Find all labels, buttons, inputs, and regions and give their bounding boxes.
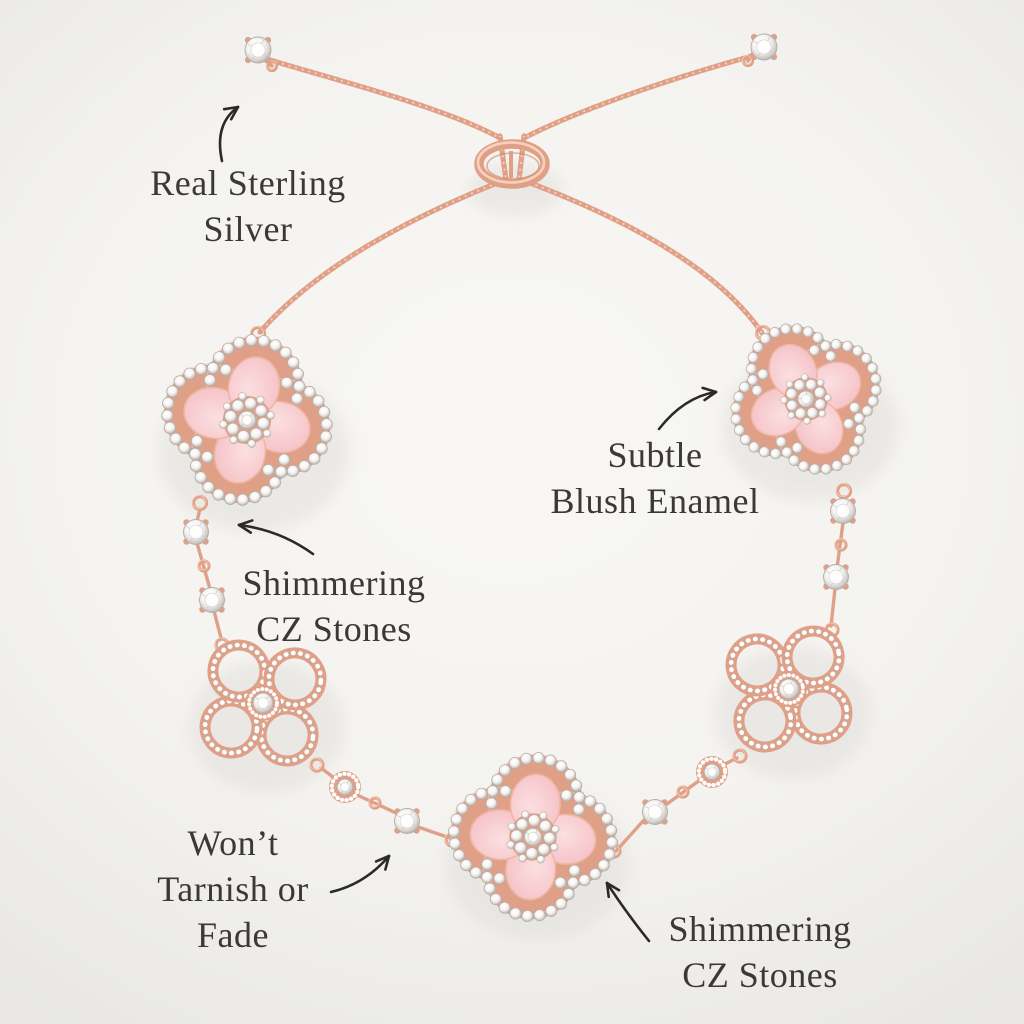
halo-cz-station xyxy=(696,756,728,788)
annotation-sterling-silver: Real Sterling Silver xyxy=(98,160,398,252)
flower-charm-bottom-center xyxy=(447,751,619,923)
clover-charm-left xyxy=(199,639,327,767)
cz-station xyxy=(394,808,420,834)
halo-cz-station xyxy=(329,771,361,803)
annotation-wont-tarnish: Won’t Tarnish or Fade xyxy=(83,820,383,958)
annotation-line: Tarnish or xyxy=(157,869,309,909)
annotation-blush-enamel: Subtle Blush Enamel xyxy=(505,432,805,524)
annotation-line: Real Sterling xyxy=(150,163,346,203)
annotation-line: Shimmering xyxy=(242,563,426,603)
cz-station xyxy=(830,498,856,524)
annotation-line: Fade xyxy=(197,915,269,955)
annotation-line: Blush Enamel xyxy=(550,481,760,521)
annotation-cz-stones-left: Shimmering CZ Stones xyxy=(184,560,484,652)
arrow-sterling-silver xyxy=(218,105,240,163)
arrow-cz-stones-left xyxy=(237,519,315,556)
cz-station xyxy=(823,564,849,590)
arrow-cz-stones-right xyxy=(605,881,651,943)
annotation-line: Silver xyxy=(203,209,293,249)
arrow-blush-enamel xyxy=(657,386,718,431)
flower-charm-top-left xyxy=(161,334,333,506)
annotation-line: Won’t xyxy=(187,823,279,863)
cz-station xyxy=(183,519,209,545)
annotation-line: Subtle xyxy=(607,435,703,475)
chain-end-cz-right xyxy=(750,33,778,61)
slider-clasp xyxy=(474,139,550,189)
clover-charm-right xyxy=(725,625,853,753)
cz-station xyxy=(642,799,668,825)
annotation-line: CZ Stones xyxy=(256,609,412,649)
annotation-cz-stones-right: Shimmering CZ Stones xyxy=(610,906,910,998)
annotation-line: CZ Stones xyxy=(682,955,838,995)
annotation-line: Shimmering xyxy=(668,909,852,949)
flower-charm-top-right xyxy=(730,323,882,475)
cz-station xyxy=(199,587,225,613)
arrow-wont-tarnish xyxy=(329,854,391,894)
chain-end-cz-left xyxy=(244,36,272,64)
